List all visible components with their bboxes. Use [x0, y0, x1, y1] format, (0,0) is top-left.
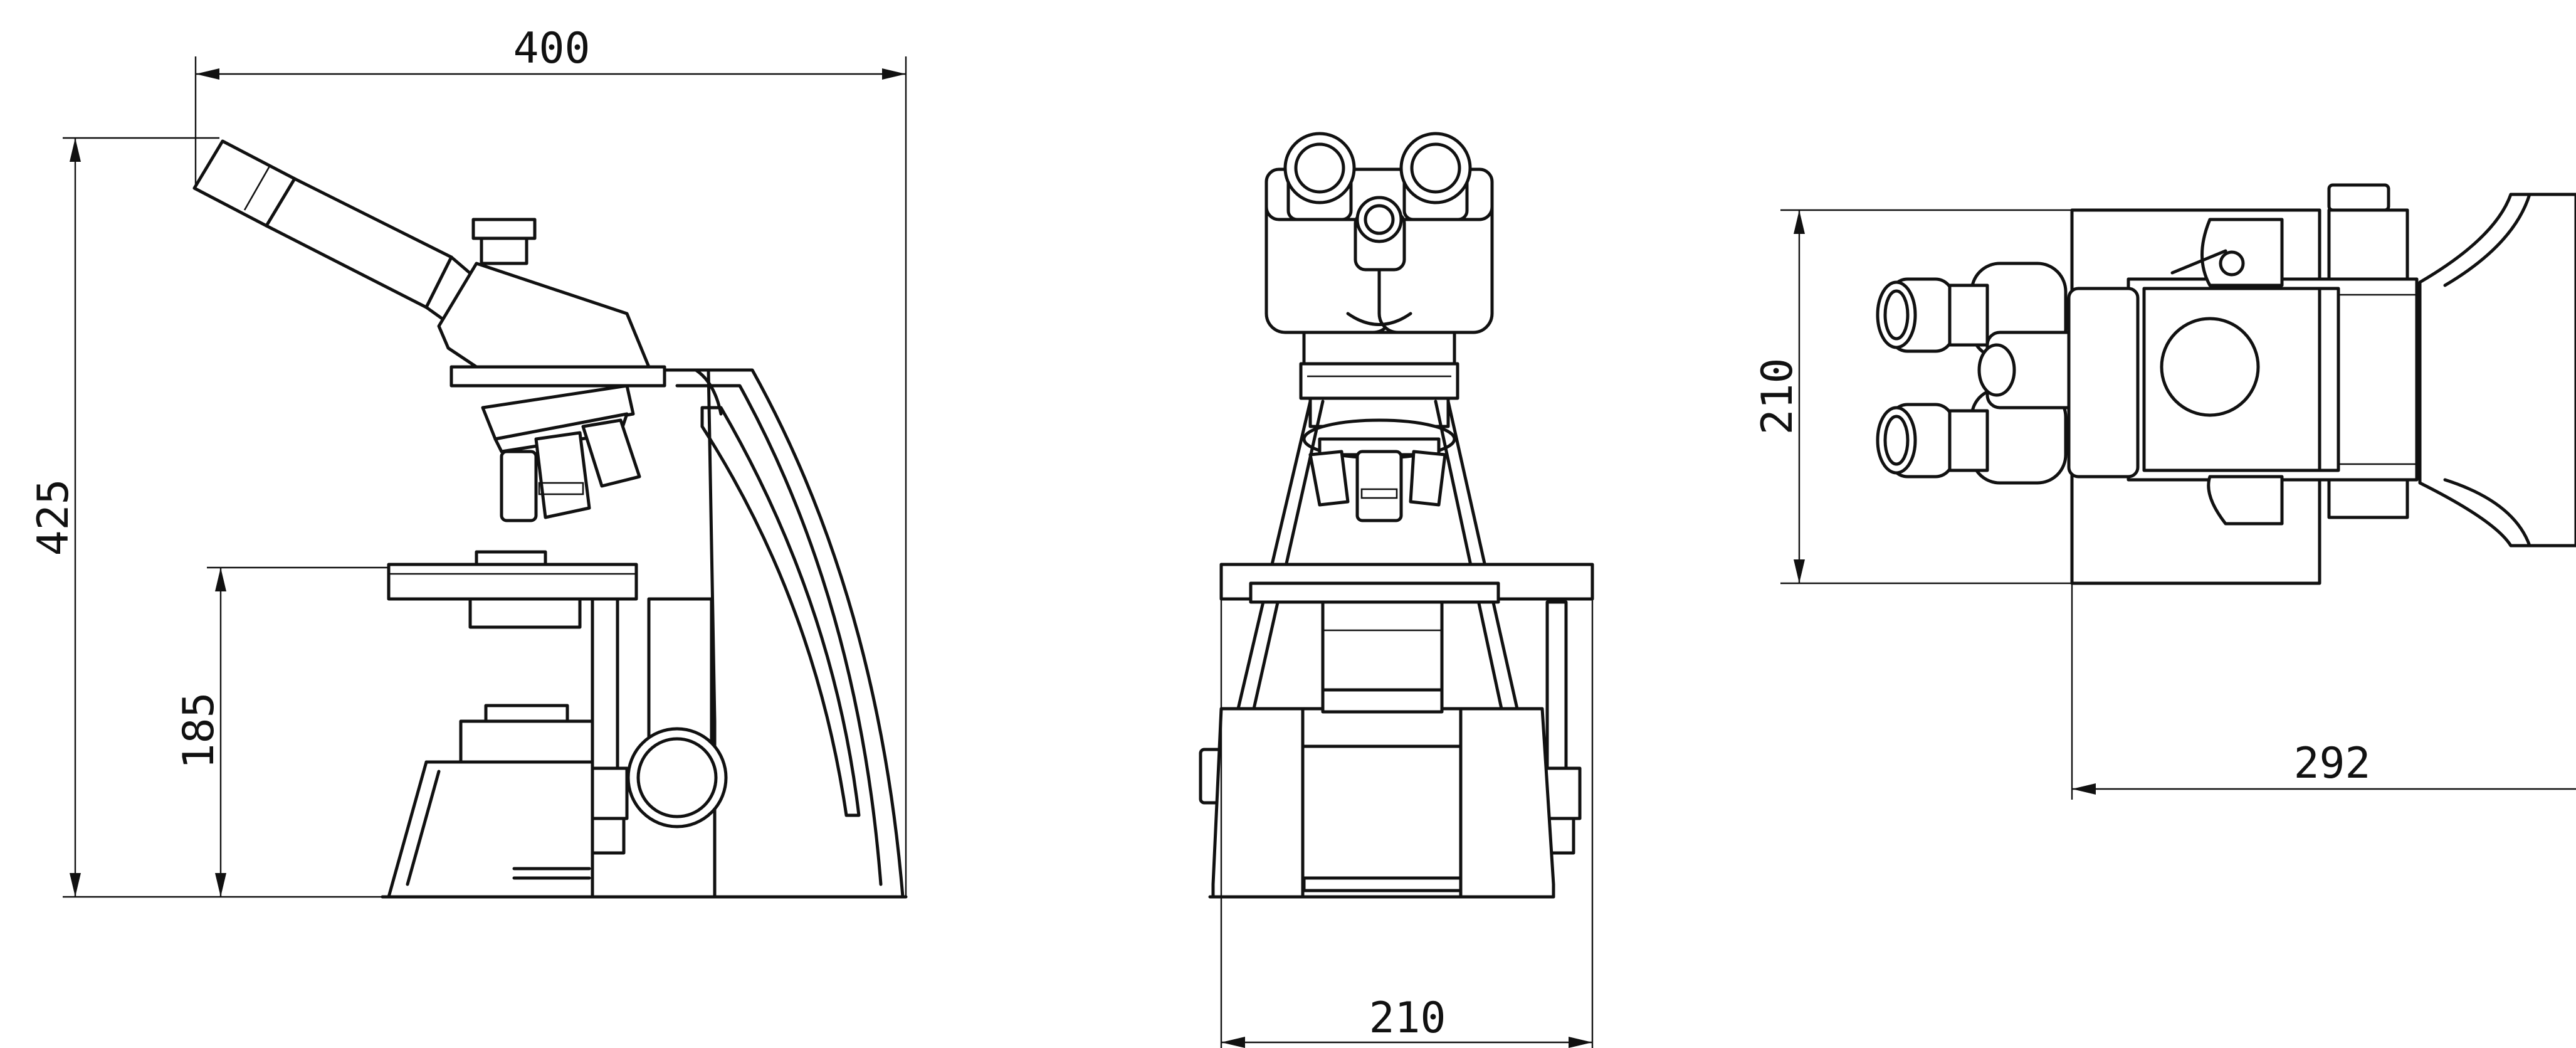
top-clips: [2170, 218, 2284, 526]
label-front-width: 210: [1369, 993, 1446, 1043]
front-stage: [1219, 563, 1594, 773]
label-side-height: 425: [29, 479, 78, 556]
top-arm: [2327, 183, 2576, 548]
side-head: [437, 218, 666, 388]
front-eyepieces: [1264, 132, 1494, 334]
front-head: [1299, 331, 1459, 460]
side-view: 400 425 185: [29, 24, 908, 899]
side-stage: [387, 550, 638, 629]
label-side-width: 400: [513, 24, 591, 73]
side-eyepiece: [192, 139, 475, 325]
dimension-side-width: 400: [196, 24, 906, 80]
dimension-top-length: 292: [2072, 739, 2576, 795]
dimension-side-height: 425: [29, 138, 81, 897]
top-view: 210 292: [1753, 183, 2576, 800]
side-focus: [575, 597, 728, 855]
side-extension-lines: [63, 56, 907, 898]
top-eyepieces: [1876, 262, 2140, 485]
side-base: [381, 704, 908, 899]
dimension-top-depth: 210: [1753, 210, 1805, 583]
front-extension-lines: [1220, 599, 1594, 1048]
top-extension-lines: [1780, 209, 2073, 800]
front-base: [1199, 688, 1582, 899]
label-top-length: 292: [2294, 739, 2371, 788]
label-stage-height: 185: [174, 692, 224, 770]
front-view: 210: [1199, 132, 1594, 1048]
label-top-depth: 210: [1753, 358, 1802, 435]
front-objectives: [1308, 450, 1447, 522]
dimension-stage-height: 185: [174, 568, 226, 897]
side-nosepiece: [481, 384, 641, 522]
top-stage: [2127, 277, 2419, 482]
dimension-front-width: 210: [1221, 993, 1592, 1048]
front-arm: [1236, 400, 1519, 711]
